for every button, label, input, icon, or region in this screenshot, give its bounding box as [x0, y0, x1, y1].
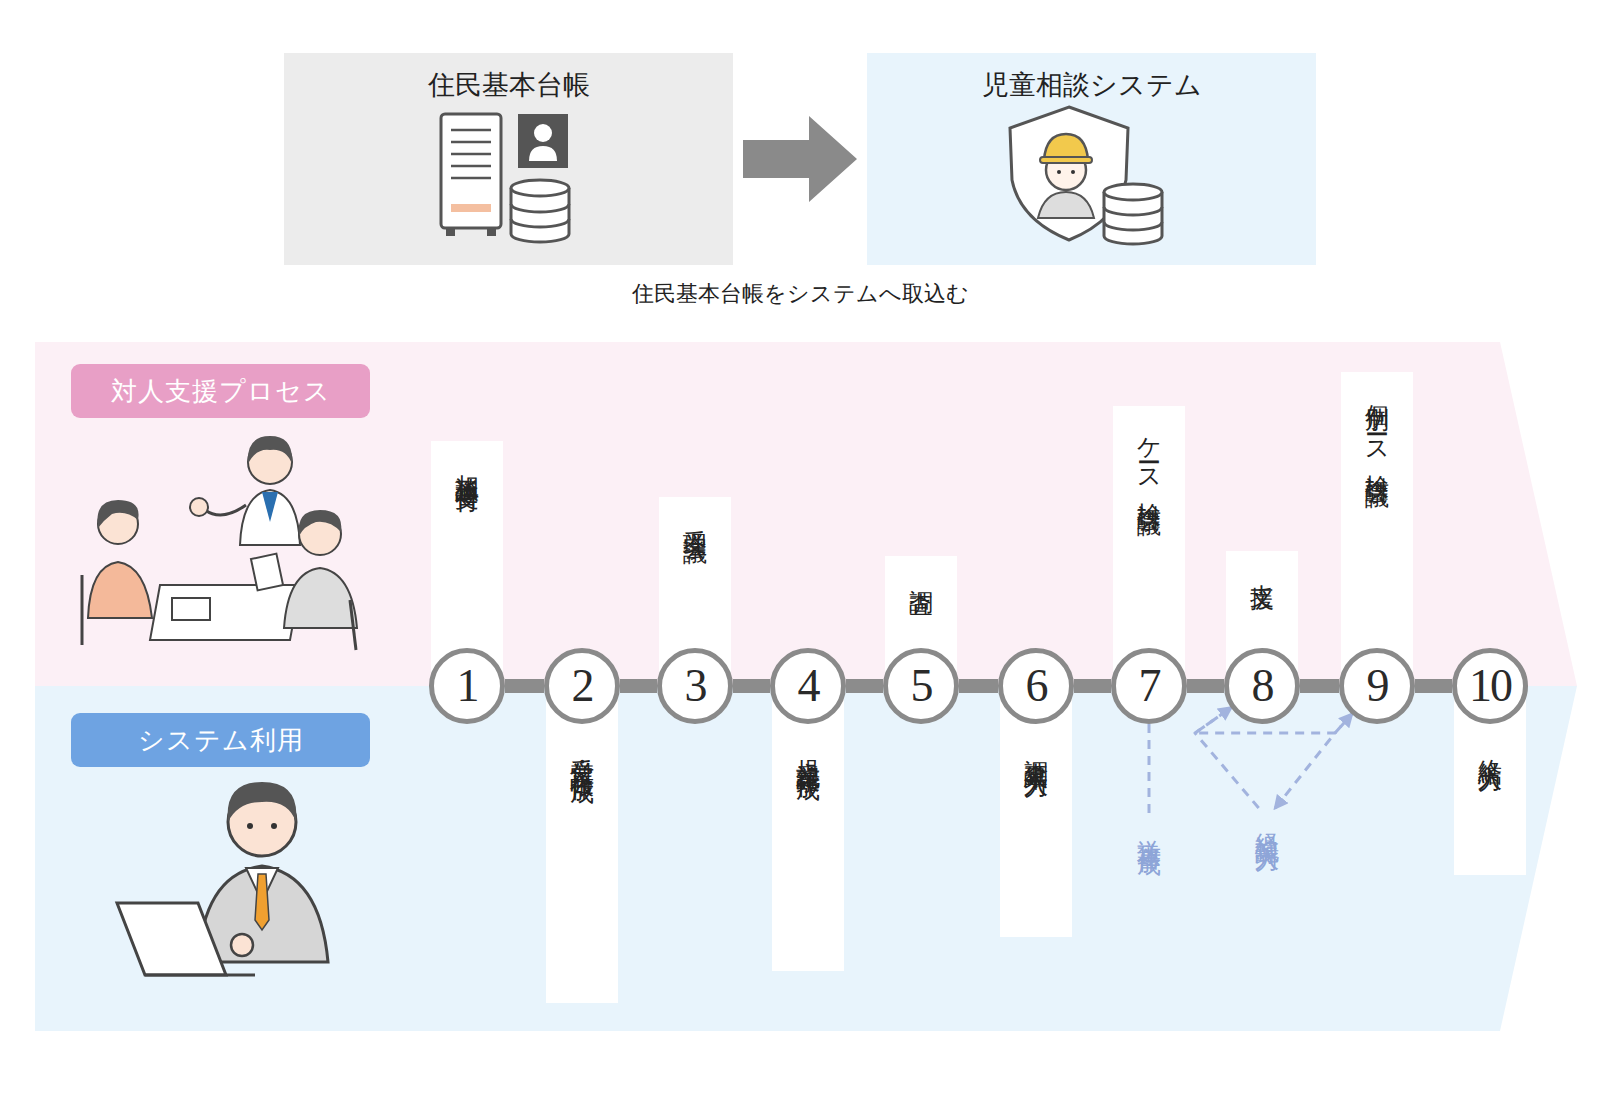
standing-hair — [248, 436, 292, 464]
node-text: 対人支援プロセス — [111, 374, 331, 409]
timeline-bar — [846, 679, 883, 693]
step-number-circle: 8 — [1224, 648, 1300, 724]
step-number-circle: 2 — [544, 648, 620, 724]
node-text: 4 — [798, 663, 819, 709]
step-number-circle: 10 — [1452, 648, 1528, 724]
step-number-circle: 9 — [1339, 648, 1415, 724]
node-text: 調査 — [908, 570, 934, 576]
meeting-illustration — [82, 436, 357, 650]
operator-illustration — [117, 782, 328, 975]
node-text: ケース検討会議 — [1136, 420, 1162, 495]
standing-arm — [205, 505, 246, 515]
node-text: 住民基本台帳 — [428, 67, 590, 103]
standing-shirt — [262, 492, 278, 522]
seated-hair — [299, 510, 342, 536]
chair — [350, 600, 356, 650]
system-output-text: 経過記録入力 — [1245, 808, 1289, 993]
system-step-box: 児童記録票作成 — [772, 686, 844, 971]
dashed-connector — [1148, 724, 1151, 815]
dashed-connector — [1195, 708, 1259, 808]
laptop-screen — [117, 903, 226, 975]
figure-caption: 住民基本台帳をシステムへ取込む — [0, 279, 1600, 309]
target-system-box: 児童相談システム — [867, 53, 1316, 265]
operator-eye — [247, 823, 253, 829]
operator-hair — [228, 782, 297, 822]
step-number-circle: 5 — [883, 648, 959, 724]
step-number-circle: 3 — [657, 648, 733, 724]
node-text: 1 — [457, 663, 478, 709]
node-text: 7 — [1139, 663, 1160, 709]
standing-hand — [190, 498, 208, 516]
timeline-bar — [1074, 679, 1111, 693]
step-number-circle: 1 — [429, 648, 505, 724]
node-text: 個別ケース検討会議 — [1364, 386, 1390, 467]
timeline-bar — [620, 679, 657, 693]
paper — [251, 554, 283, 591]
standing-head — [248, 440, 292, 484]
paper — [172, 598, 210, 620]
node-text: 3 — [685, 663, 706, 709]
node-text: 受付票・台帳作成 — [569, 740, 595, 764]
process-step-box: ケース検討会議 — [1113, 406, 1185, 686]
lane-label: システム利用 — [71, 713, 370, 767]
node-text: 2 — [572, 663, 593, 709]
timeline-bar — [733, 679, 770, 693]
timeline-bar — [959, 679, 998, 693]
node-text: 経過記録入力 — [1254, 814, 1280, 832]
lane-label: 対人支援プロセス — [71, 364, 370, 418]
step-number-circle: 7 — [1111, 648, 1187, 724]
laptop-base — [145, 974, 255, 977]
standing-body — [240, 490, 300, 545]
node-text: システム利用 — [138, 723, 304, 758]
node-text: 8 — [1252, 663, 1273, 709]
operator-body — [198, 866, 328, 962]
dashed-connector — [1275, 714, 1351, 808]
operator-eye — [271, 823, 277, 829]
node-text: 児童記録票作成 — [795, 740, 821, 761]
node-text: 10 — [1469, 663, 1511, 709]
timeline-bar — [1187, 679, 1224, 693]
node-text: 受理会議 — [682, 511, 708, 523]
step-number-circle: 6 — [998, 648, 1074, 724]
operator-tie — [255, 874, 269, 930]
timeline-bar — [505, 679, 544, 693]
seated-head — [299, 513, 341, 555]
node-text: 相談通告受付 — [454, 455, 480, 473]
node-text: 5 — [911, 663, 932, 709]
node-text: 送致書作成 — [1136, 821, 1162, 836]
seated-head — [98, 504, 138, 544]
node-text: 支援 — [1249, 565, 1275, 571]
timeline-bar — [1415, 679, 1452, 693]
process-step-box: 個別ケース検討会議 — [1341, 372, 1413, 686]
node-text: 児童相談システム — [982, 67, 1202, 103]
table — [150, 585, 300, 640]
seated-hair — [97, 500, 138, 528]
seated-body — [284, 568, 357, 628]
seated-body — [88, 562, 152, 618]
system-lane-band — [35, 686, 1577, 1031]
chair — [81, 575, 84, 645]
operator-hand — [231, 934, 253, 956]
operator-head — [228, 788, 296, 856]
system-output-text: 送致書作成 — [1129, 815, 1169, 975]
node-text: 6 — [1026, 663, 1047, 709]
step-number-circle: 4 — [770, 648, 846, 724]
timeline-bar — [1300, 679, 1339, 693]
flow-arrow — [743, 116, 857, 202]
operator-collar — [246, 868, 278, 902]
support-lane-band — [35, 342, 1577, 686]
node-text: 調査結果入力 — [1023, 740, 1049, 758]
system-step-box: 受付票・台帳作成 — [546, 686, 618, 1003]
source-system-box: 住民基本台帳 — [284, 53, 733, 265]
node-text: 9 — [1367, 663, 1388, 709]
node-text: 終結入力 — [1477, 740, 1503, 752]
